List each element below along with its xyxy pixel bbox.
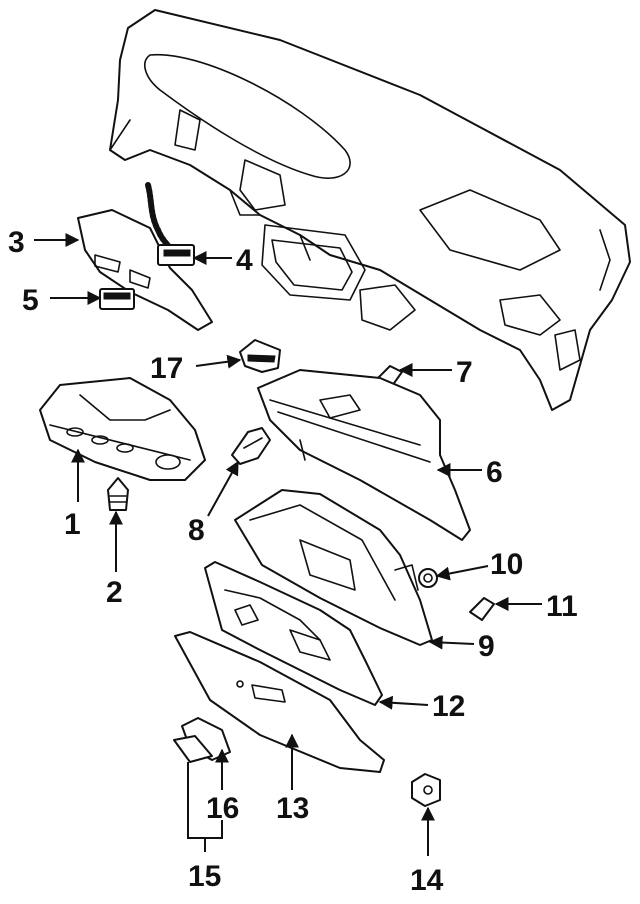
callout-14: 14 (410, 864, 444, 897)
callout-11: 11 (546, 590, 578, 623)
part-1-lower-cover (39, 377, 206, 481)
part-8-socket (231, 427, 271, 465)
part-5-switch (99, 288, 135, 310)
callout-numbers: 3 4 5 17 7 6 1 8 10 2 11 9 12 16 13 15 1… (8, 226, 578, 897)
part-13-glove-box-door (174, 631, 385, 773)
callout-4: 4 (236, 244, 253, 277)
part-2-clip (107, 477, 129, 511)
part-3-left-lower-panel (77, 209, 213, 331)
callout-16: 16 (206, 792, 239, 825)
callout-2: 2 (106, 576, 123, 609)
callout-12: 12 (432, 690, 465, 723)
part-17-latch (239, 339, 281, 373)
part-6-glove-box-housing (257, 369, 471, 541)
callout-8: 8 (188, 514, 205, 547)
part-12-inner-door-panel (204, 561, 383, 706)
callout-7: 7 (456, 356, 473, 389)
part-10-bumper (418, 568, 438, 588)
callout-10: 10 (490, 548, 523, 581)
part-4-duct-connector (145, 182, 195, 266)
callout-9: 9 (478, 630, 495, 663)
part-14-lock (411, 773, 441, 807)
callout-15: 15 (188, 860, 221, 893)
callout-3: 3 (8, 226, 25, 259)
callout-6: 6 (486, 456, 503, 489)
callout-13: 13 (276, 792, 309, 825)
callout-17: 17 (150, 352, 183, 385)
part-11-bulb (469, 597, 495, 621)
callout-1: 1 (64, 508, 81, 541)
leader-lines (34, 233, 542, 856)
instrument-panel (109, 9, 631, 411)
callout-5: 5 (22, 284, 39, 317)
part-9-glove-box-bin (234, 489, 433, 646)
